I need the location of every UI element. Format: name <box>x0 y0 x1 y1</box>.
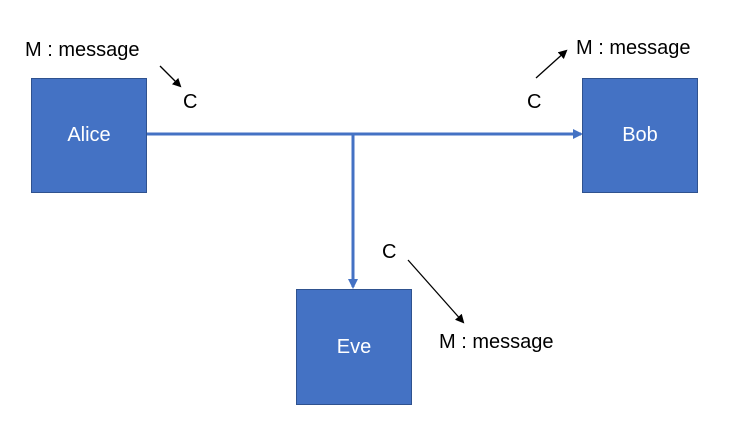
eve-node-label: Eve <box>336 335 372 358</box>
alice-node-label: Alice <box>67 124 111 146</box>
bob-node-label: Bob <box>622 124 658 146</box>
eve-message-label: M : message <box>439 331 554 353</box>
alice-encrypt-arrow <box>159 65 182 88</box>
alice-node: Alice <box>31 78 147 193</box>
bob-message-label: M : message <box>576 37 691 59</box>
alice-cipher-label: C <box>183 91 198 113</box>
alice-message-label: M : message <box>25 39 140 61</box>
eve-cipher-label: C <box>382 241 397 263</box>
eve-decrypt-arrow <box>407 259 465 324</box>
bob-decrypt-arrow <box>535 49 568 79</box>
eve-node: Eve <box>296 289 412 405</box>
bob-cipher-label: C <box>527 91 542 113</box>
bob-node: Bob <box>582 78 698 193</box>
